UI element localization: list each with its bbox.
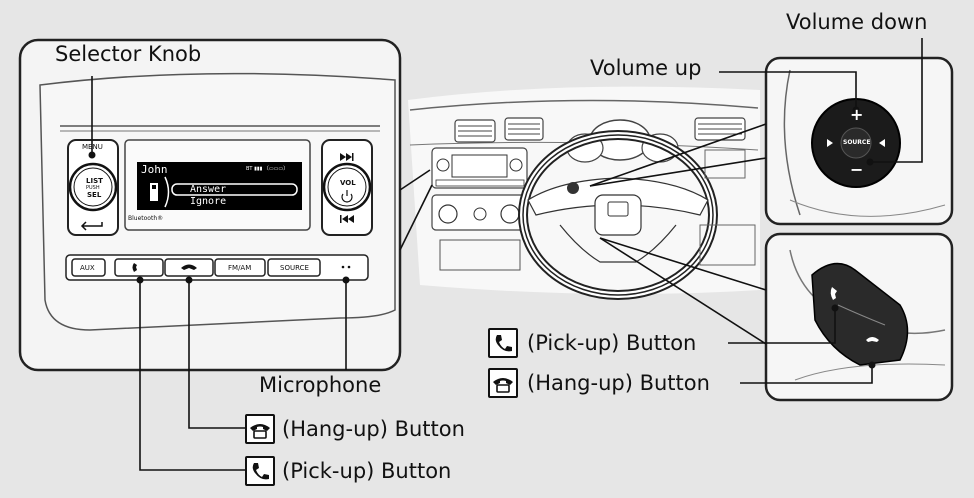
radio-list-label: LIST <box>86 177 103 185</box>
pickup-label-radio: (Pick-up) Button <box>282 459 452 483</box>
car-interior <box>408 86 760 300</box>
wheel-plus: + <box>850 105 864 124</box>
fmam-label: FM/AM <box>228 264 252 272</box>
pickup-icon-box-radio <box>245 456 275 486</box>
volume-knob[interactable] <box>322 162 372 212</box>
skip-back-icon <box>342 215 354 223</box>
wheel-source: SOURCE <box>843 139 871 146</box>
microphone-icon <box>341 265 345 269</box>
radio-menu-label: MENU <box>82 143 103 151</box>
skip-forward-icon <box>340 153 352 161</box>
hangup-icon-box-wheel <box>488 368 518 398</box>
pickup-icon <box>252 463 269 480</box>
radio-pickup-button[interactable] <box>114 258 164 277</box>
display-name: John <box>141 163 168 176</box>
radio-vol-label: VOL <box>340 179 356 187</box>
display-screen <box>137 162 302 210</box>
hangup-label-wheel: (Hang-up) Button <box>527 371 710 395</box>
radio-sel-label: SEL <box>87 191 102 199</box>
hangup-icon-box-radio <box>245 414 275 444</box>
power-icon <box>341 193 353 203</box>
display-ignore: Ignore <box>190 196 227 207</box>
leader-lines <box>91 38 923 471</box>
pickup-icon <box>495 335 512 352</box>
volume-down-label: Volume down <box>786 10 928 34</box>
hangup-icon <box>493 378 513 393</box>
hangup-icon <box>250 424 270 439</box>
aux-label: AUX <box>80 264 95 272</box>
pickup-icon-box-wheel <box>488 328 518 358</box>
display-status: BT ▮▮▮ 〔▭▭▭〕 <box>246 166 289 172</box>
leader-dots <box>88 106 876 369</box>
pickup-label-wheel: (Pick-up) Button <box>527 331 697 355</box>
wheel-minus: − <box>850 160 864 179</box>
selector-knob-label: Selector Knob <box>55 42 202 66</box>
fmam-button[interactable] <box>214 258 266 277</box>
radio-push-label: PUSH <box>86 185 100 191</box>
aux-button[interactable] <box>71 258 106 277</box>
selector-knob[interactable] <box>68 162 118 212</box>
microphone-label: Microphone <box>259 373 382 397</box>
hangup-label-radio: (Hang-up) Button <box>282 417 465 441</box>
source-button[interactable] <box>267 258 321 277</box>
back-icon <box>80 221 103 231</box>
volume-up-label: Volume up <box>590 56 702 80</box>
display-answer: Answer <box>190 184 227 195</box>
source-label: SOURCE <box>280 264 309 272</box>
bluetooth-label: Bluetooth® <box>128 215 164 222</box>
